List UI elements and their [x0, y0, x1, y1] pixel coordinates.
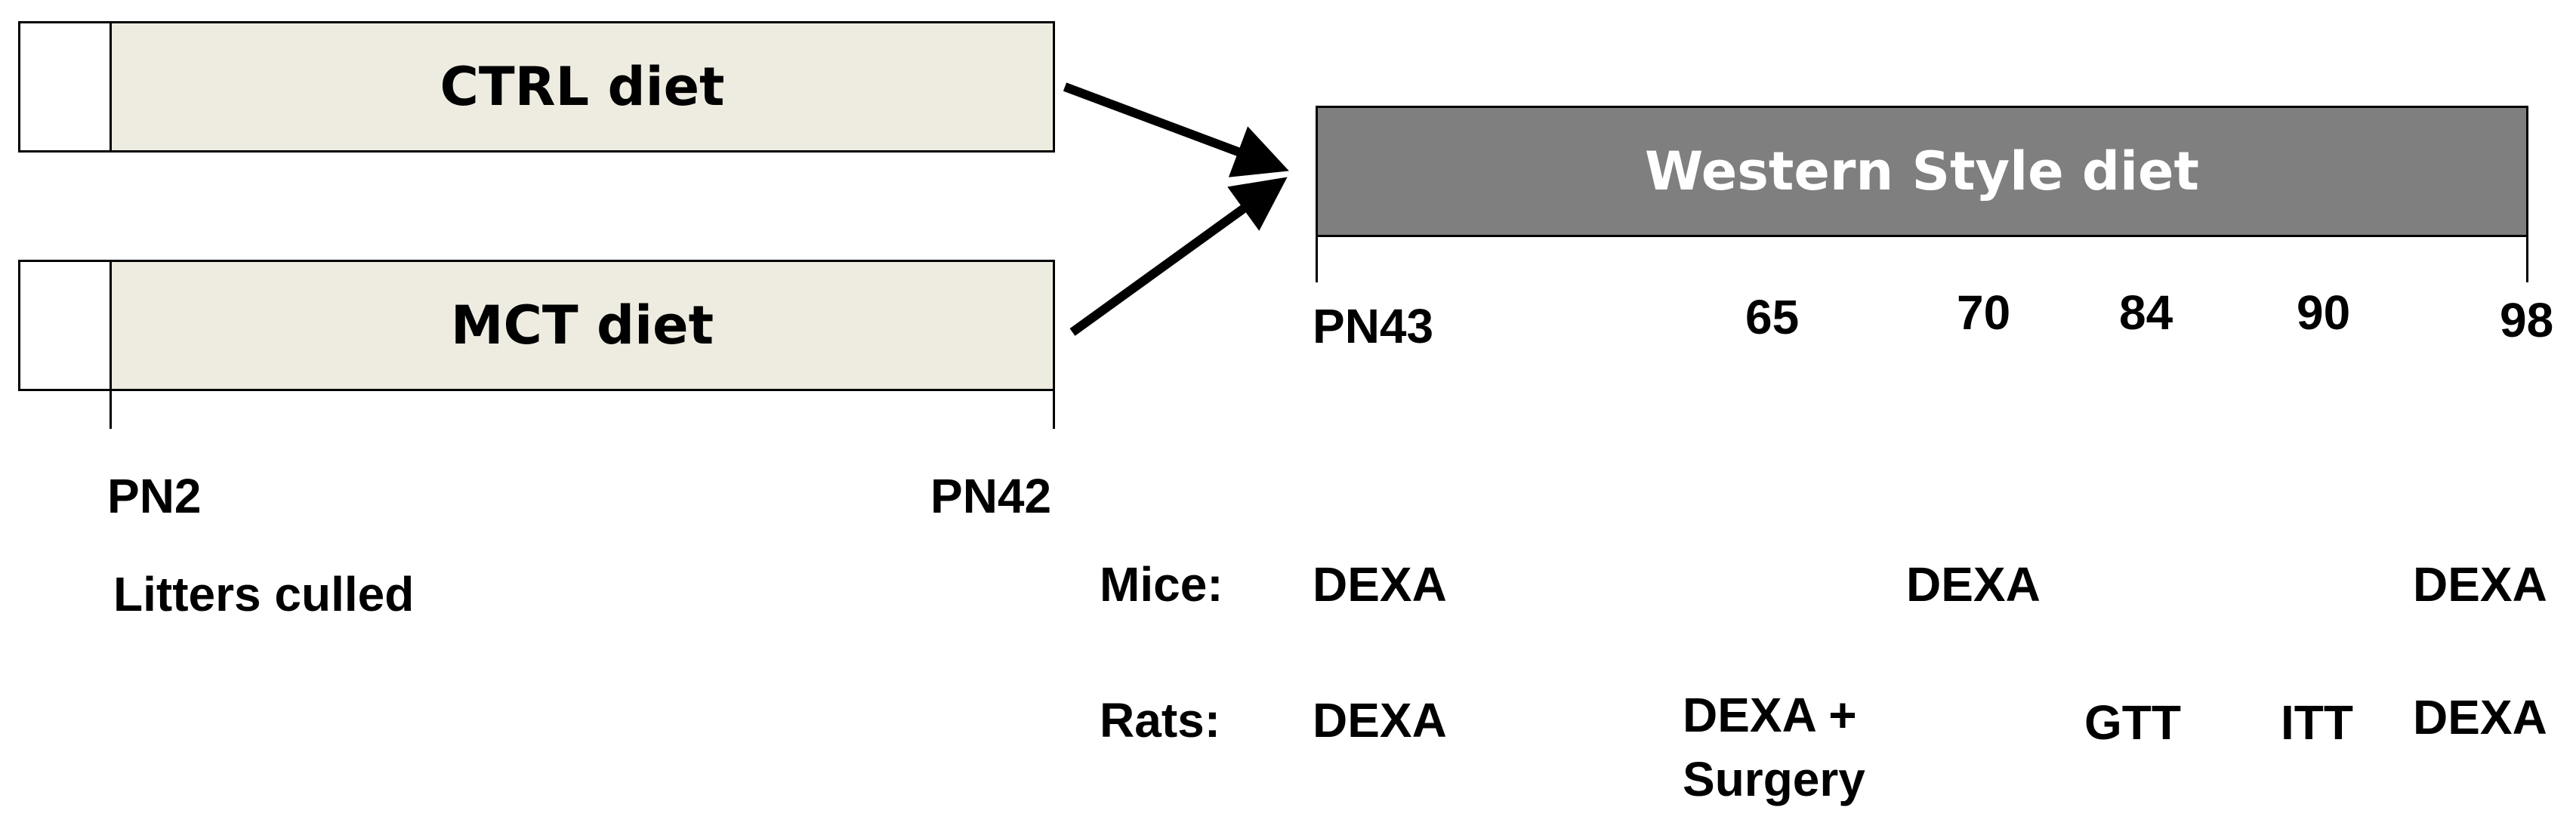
- mct-diet-label: MCT diet: [450, 294, 714, 356]
- rats-event-dexa-pn43: DEXA: [1313, 693, 1447, 747]
- pn2-label: PN2: [107, 469, 202, 523]
- rats-event-surgery: Surgery: [1683, 752, 1865, 806]
- rats-event-gtt: GTT: [2084, 695, 2181, 750]
- mice-event-dexa-70: DEXA: [1906, 557, 2041, 612]
- tick-label-pn43: PN43: [1313, 299, 1434, 353]
- tick-label-65: 65: [1745, 290, 1800, 344]
- mice-event-dexa-98: DEXA: [2413, 557, 2547, 612]
- rats-event-dexa-98: DEXA: [2413, 690, 2547, 744]
- tick-label-98: 98: [2500, 293, 2554, 347]
- mice-event-dexa-pn43: DEXA: [1313, 557, 1447, 612]
- tick-label-90: 90: [2297, 285, 2351, 340]
- western-diet-bar: Western Style diet: [1316, 106, 2528, 237]
- pn98-tick: [2526, 237, 2528, 282]
- litters-culled-label: Litters culled: [113, 567, 415, 621]
- ctrl-diet-bar: CTRL diet: [110, 21, 1055, 153]
- pn43-tick: [1316, 237, 1318, 282]
- tick-label-70: 70: [1957, 285, 2011, 340]
- western-diet-label: Western Style diet: [1645, 140, 2199, 202]
- pn42-label: PN42: [930, 469, 1052, 523]
- mct-to-western-arrow: [1069, 177, 1288, 336]
- mice-row-label: Mice:: [1100, 557, 1223, 612]
- pn2-tick: [110, 391, 112, 429]
- rats-row-label: Rats:: [1100, 693, 1221, 747]
- ctrl-diet-label: CTRL diet: [440, 56, 725, 118]
- rats-event-itt: ITT: [2281, 695, 2353, 750]
- rats-event-dexa-plus: DEXA +: [1683, 688, 1857, 742]
- pn42-tick: [1053, 391, 1055, 429]
- ctrl-pre-box: [18, 21, 112, 153]
- ctrl-to-western-arrow: [1063, 82, 1289, 177]
- tick-label-84: 84: [2119, 285, 2173, 340]
- mct-pre-box: [18, 260, 112, 391]
- mct-diet-bar: MCT diet: [110, 260, 1055, 391]
